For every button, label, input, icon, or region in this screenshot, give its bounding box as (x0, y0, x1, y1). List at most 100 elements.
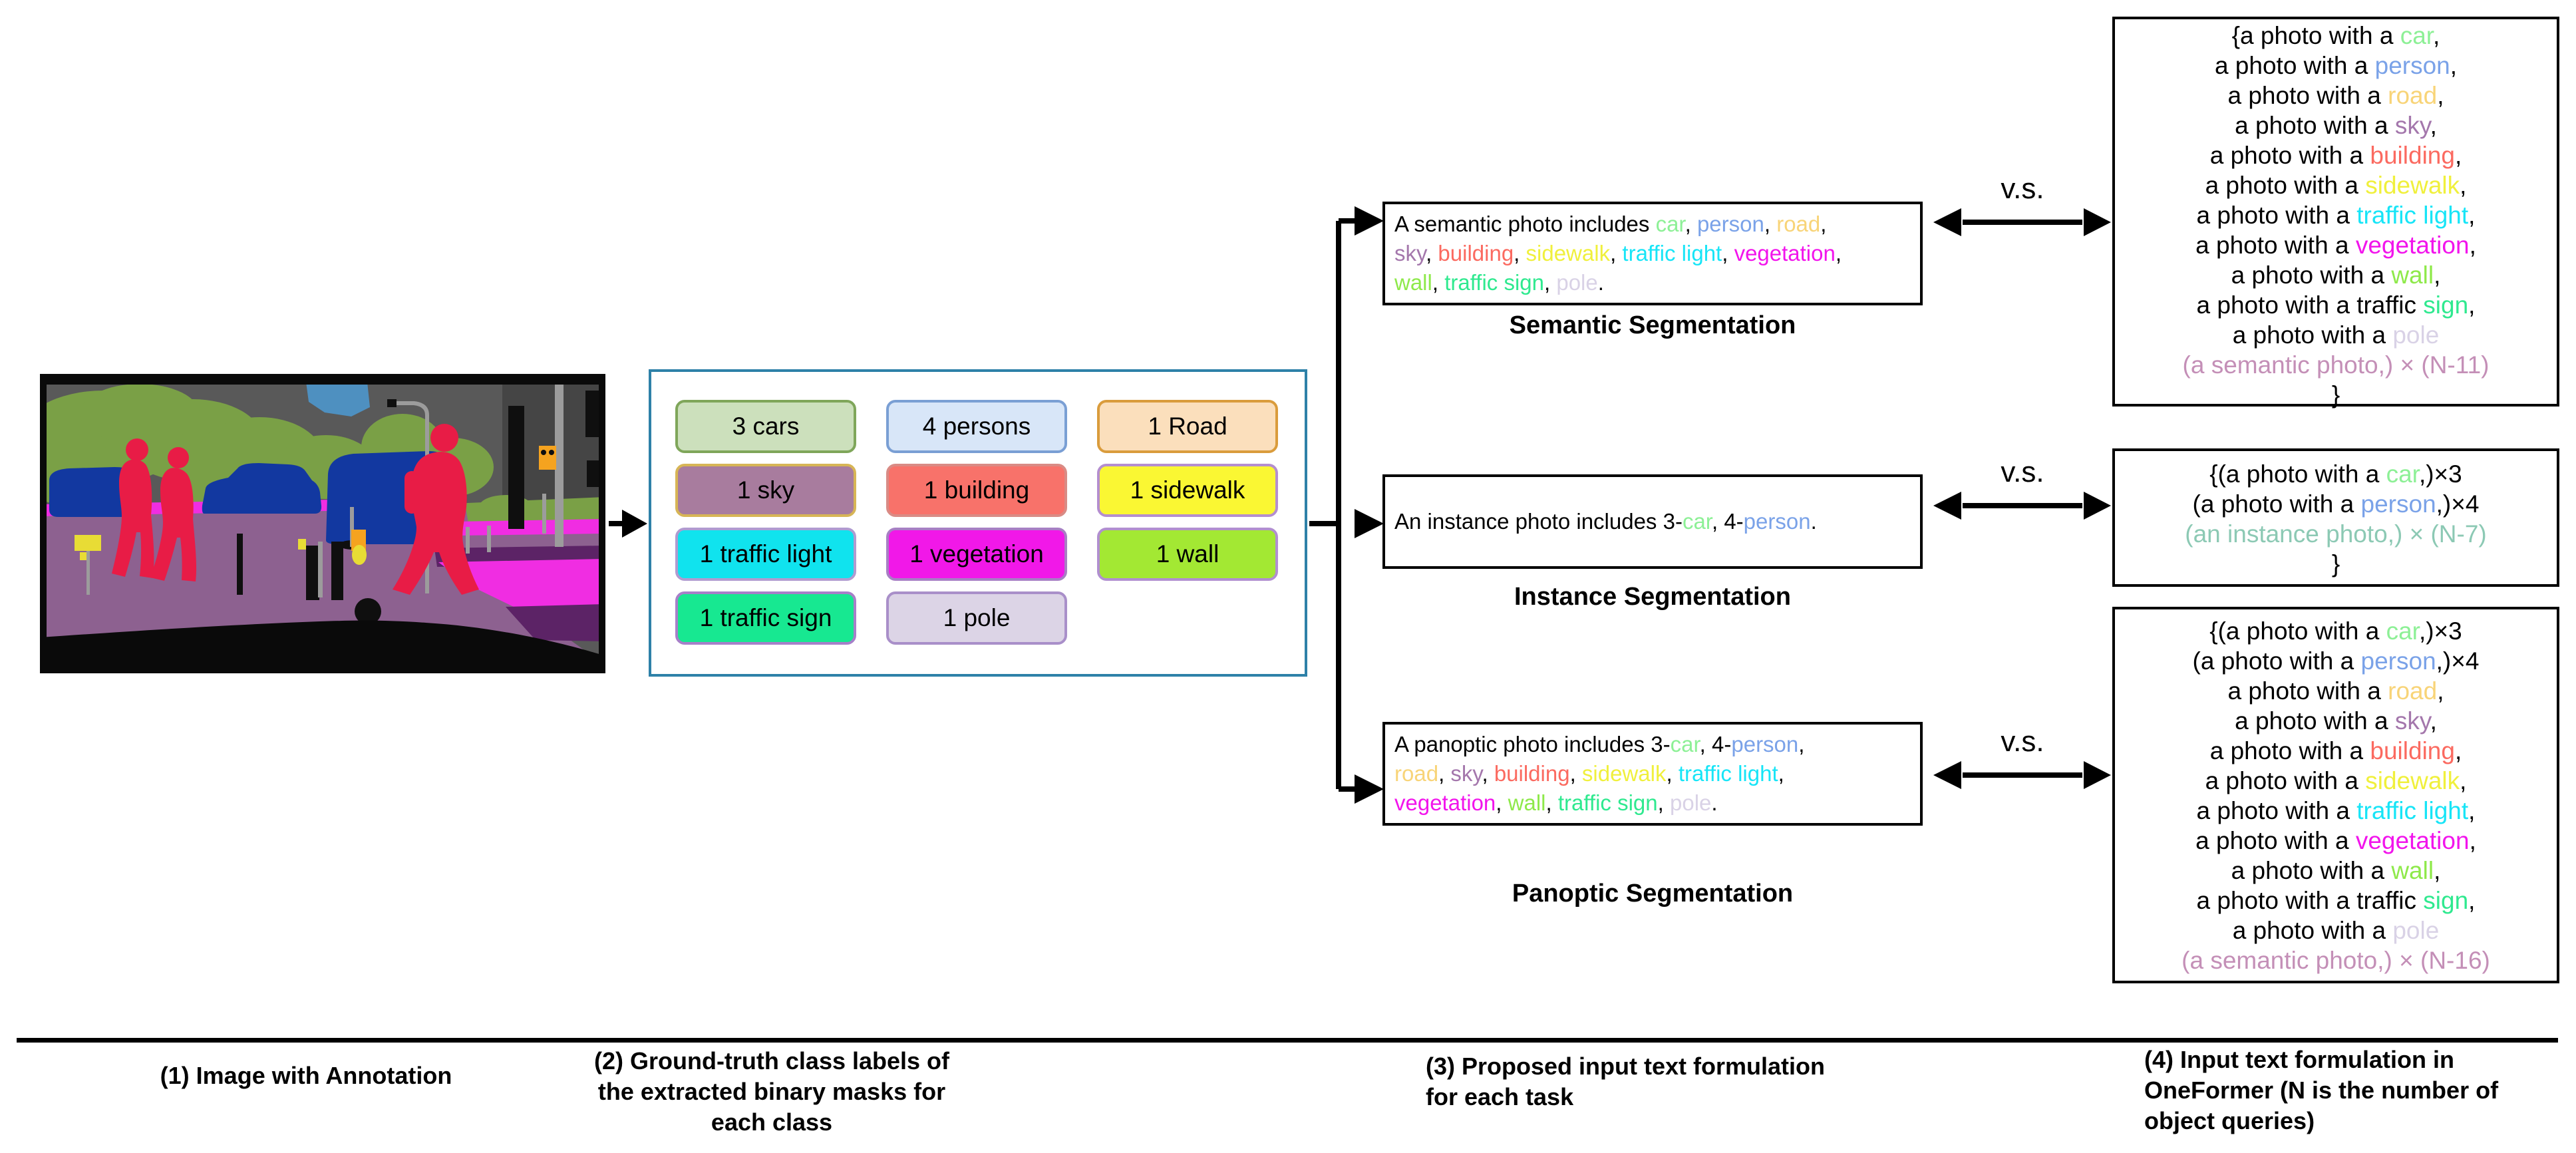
text-segment: , (1544, 270, 1557, 295)
text-segment: A semantic photo includes (1394, 212, 1656, 236)
text-segment: , (2430, 707, 2437, 735)
class-chip: 1 vegetation (886, 528, 1067, 581)
text-line: An instance photo includes 3-car, 4-pers… (1394, 507, 1817, 536)
caption-line: for each task (1426, 1083, 1574, 1110)
text-segment: , (1432, 270, 1445, 295)
text-segment: traffic light (2356, 797, 2469, 824)
text-segment: , (1610, 241, 1623, 265)
text-segment: a photo with a (2235, 112, 2395, 139)
text-segment: car (1682, 509, 1712, 534)
text-segment: . (1711, 790, 1718, 815)
text-segment: , (1820, 212, 1827, 236)
sphere-object (355, 598, 381, 625)
text-segment: , (2454, 142, 2462, 169)
class-chip-label: 1 sidewalk (1130, 476, 1245, 504)
text-segment: person (2360, 490, 2436, 518)
text-line: sky, building, sidewalk, traffic light, … (1394, 239, 1911, 268)
text-segment: A panoptic photo includes 3- (1394, 732, 1671, 756)
class-chip: 1 pole (886, 591, 1067, 645)
text-segment: } (2331, 550, 2340, 577)
text-segment: person (2374, 52, 2450, 79)
text-line: a photo with a traffic light, (2115, 200, 2557, 230)
text-line: a photo with a sky, (2115, 110, 2557, 140)
text-segment: pole (1556, 270, 1598, 295)
text-segment: , (1764, 212, 1777, 236)
instance-segmentation-label: Instance Segmentation (1514, 583, 1791, 611)
image-frame (40, 374, 605, 673)
person-regions (112, 424, 479, 595)
text-segment: (a semantic photo,) × (N-11) (2182, 351, 2490, 379)
class-chip: 1 sidewalk (1097, 464, 1278, 517)
text-segment: , (2433, 22, 2440, 49)
sky-region (306, 382, 370, 416)
text-segment: pole (2392, 917, 2440, 944)
text-line: (a semantic photo,) × (N-16) (2115, 945, 2557, 975)
text-segment: (a semantic photo,) × (N-16) (2181, 947, 2490, 974)
text-segment: sky (2394, 707, 2430, 735)
class-chip: 1 building (886, 464, 1067, 517)
panoptic-text-box: A panoptic photo includes 3-car, 4-perso… (1382, 722, 1923, 826)
text-line: a photo with a person, (2115, 51, 2557, 81)
class-chip-label: 1 pole (943, 604, 1011, 631)
text-segment: , (2434, 857, 2441, 884)
oneformer-panoptic-list-box: {(a photo with a car,)×3(a photo with a … (2112, 607, 2559, 983)
text-segment: , (1545, 790, 1558, 815)
text-line: a photo with a sidewalk, (2115, 766, 2557, 796)
text-segment: car (2386, 617, 2419, 645)
text-segment: , (1835, 241, 1842, 265)
caption-line: object queries) (2144, 1107, 2315, 1134)
class-chip: 1 Road (1097, 400, 1278, 453)
caption-divider (17, 1038, 2558, 1043)
text-segment: , (1657, 790, 1670, 815)
caption-line: the extracted binary masks for (597, 1078, 946, 1105)
text-segment: a photo with a (2214, 52, 2375, 79)
text-line: A panoptic photo includes 3-car, 4-perso… (1394, 730, 1911, 759)
text-segment: (a photo with a (2192, 490, 2361, 518)
caption-1: (1) Image with Annotation (86, 1061, 526, 1091)
text-line: } (2115, 549, 2557, 579)
semantic-segmentation-label: Semantic Segmentation (1509, 311, 1796, 339)
text-segment: , (1514, 241, 1526, 265)
caption-line: (2) Ground-truth class labels of (593, 1047, 950, 1074)
text-segment: a photo with a (2227, 677, 2388, 705)
text-segment: , (2468, 887, 2476, 914)
text-segment: , (1778, 761, 1784, 786)
text-segment: building (2370, 142, 2455, 169)
text-segment: , (2460, 172, 2467, 199)
text-segment: . (1810, 509, 1817, 534)
text-line: road, sky, building, sidewalk, traffic l… (1394, 759, 1911, 788)
text-segment: (an instance photo,) × (N-7) (2185, 520, 2487, 548)
text-segment: a photo with a (2196, 797, 2357, 824)
text-segment: building (1494, 761, 1570, 786)
text-segment: road (2388, 677, 2438, 705)
text-line: a photo with a traffic sign, (2115, 886, 2557, 915)
text-line: a photo with a sidewalk, (2115, 170, 2557, 200)
class-chip-label: 1 vegetation (909, 540, 1044, 568)
text-segment: (a photo with a (2192, 647, 2361, 675)
oneformer-semantic-list-box: {a photo with a car,a photo with a perso… (2112, 17, 2559, 409)
text-segment: , 4- (1699, 732, 1732, 756)
text-line: (an instance photo,) × (N-7) (2115, 519, 2557, 549)
text-segment: , (2434, 261, 2441, 289)
text-segment: a photo with a (2209, 142, 2370, 169)
text-segment: a photo with a (2205, 172, 2366, 199)
oneformer-instance-list-box: {(a photo with a car,)×3(a photo with a … (2112, 448, 2559, 587)
text-segment: ,)×4 (2436, 647, 2480, 675)
text-segment: a photo with a traffic (2196, 887, 2424, 914)
text-segment: , (2468, 202, 2476, 229)
street-lamp (395, 401, 429, 593)
text-segment: traffic light (1622, 241, 1722, 265)
text-segment: , (1722, 241, 1734, 265)
text-segment: , (1496, 790, 1508, 815)
caption-line: (4) Input text formulation in (2144, 1046, 2454, 1073)
text-segment: vegetation (2355, 827, 2470, 854)
pole-regions (237, 406, 524, 600)
class-chip: 4 persons (886, 400, 1067, 453)
text-line: A semantic photo includes car, person, r… (1394, 210, 1911, 239)
text-line: {(a photo with a car,)×3 (2115, 616, 2557, 646)
text-segment: sidewalk (1526, 241, 1611, 265)
